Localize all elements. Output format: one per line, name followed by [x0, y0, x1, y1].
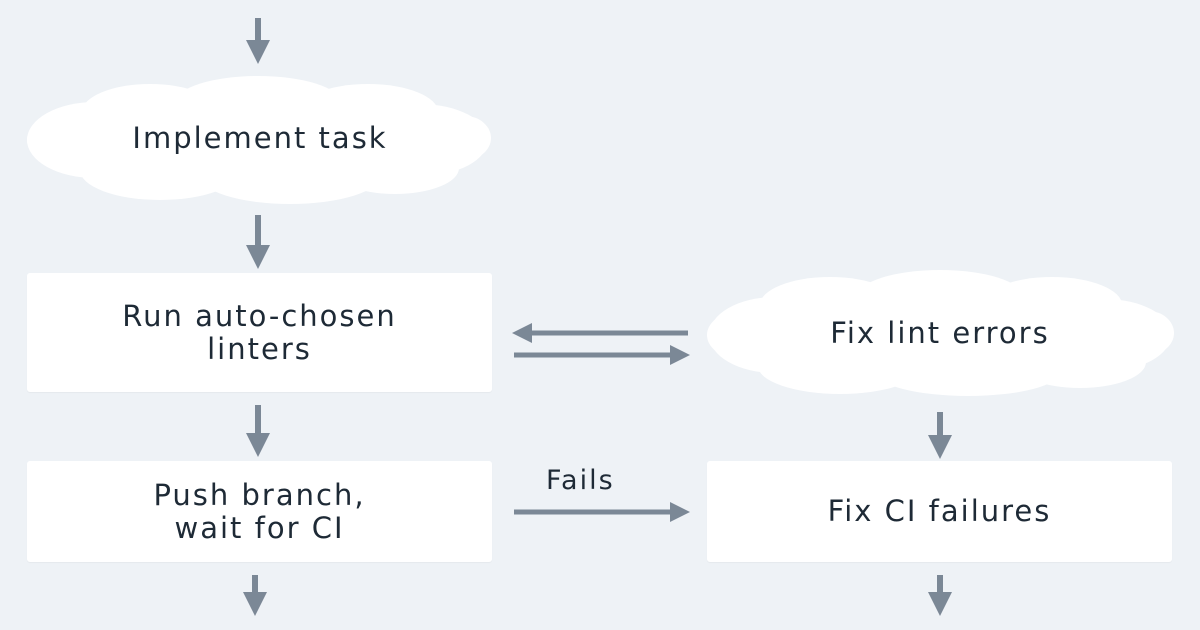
node-push-branch: Push branch, wait for CI: [27, 461, 492, 562]
node-fix-lint-errors-label: Fix lint errors: [830, 315, 1050, 350]
node-run-linters-line1: Run auto-chosen: [122, 298, 397, 333]
edge-label-fails: Fails: [546, 465, 615, 496]
node-run-linters-text: Run auto-chosen linters: [122, 298, 397, 366]
node-fix-ci-failures: Fix CI failures: [707, 461, 1172, 562]
node-run-linters: Run auto-chosen linters: [27, 273, 492, 392]
cloud-implement-task: [27, 76, 491, 204]
node-push-branch-text: Push branch, wait for CI: [153, 477, 366, 545]
node-fix-ci-failures-label: Fix CI failures: [827, 494, 1052, 528]
cloud-fix-lint-errors: [707, 270, 1174, 396]
node-push-branch-line2: wait for CI: [174, 510, 345, 545]
node-run-linters-line2: linters: [207, 331, 312, 366]
node-implement-task-label: Implement task: [132, 120, 388, 155]
node-implement-task: Implement task: [40, 110, 480, 166]
node-fix-lint-errors: Fix lint errors: [720, 305, 1160, 361]
node-push-branch-line1: Push branch,: [153, 477, 366, 512]
